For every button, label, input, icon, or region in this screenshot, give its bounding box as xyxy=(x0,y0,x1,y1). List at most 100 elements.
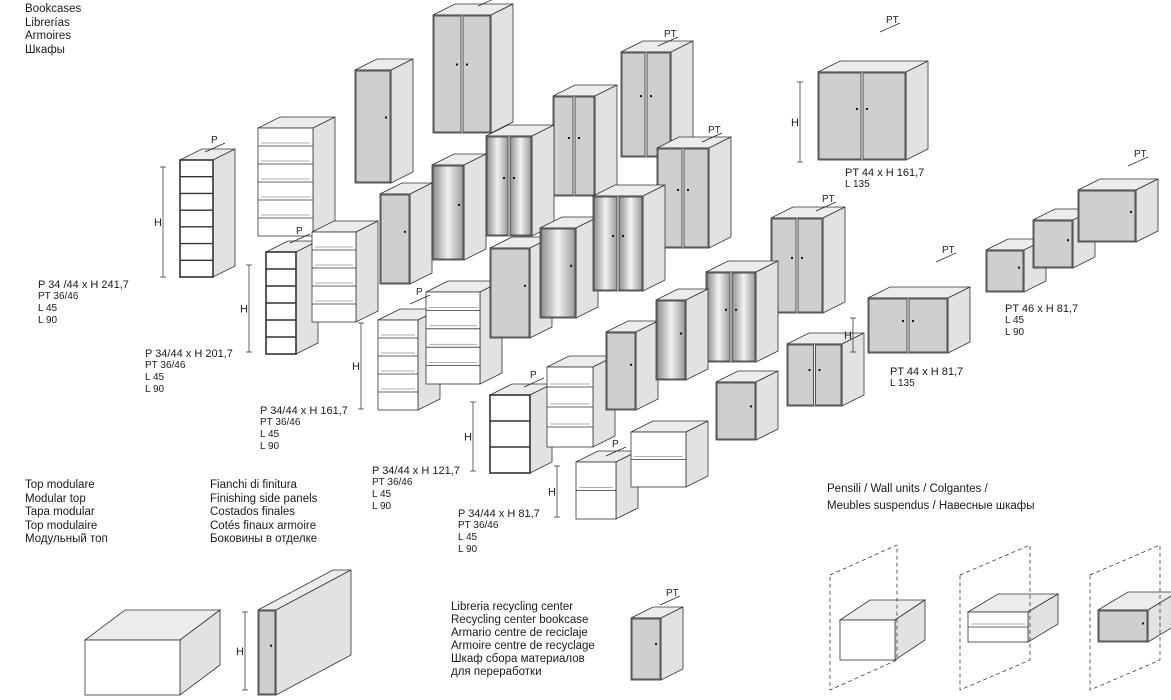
cabinet-front xyxy=(489,394,531,474)
wall-plane xyxy=(959,544,1031,691)
cabinet-door xyxy=(787,344,814,406)
dimension-p: PT xyxy=(879,15,901,33)
cabinet-door xyxy=(683,148,709,248)
cabinet-side xyxy=(708,136,732,249)
armoire-tall-2door xyxy=(432,3,514,134)
cabinet-side xyxy=(355,220,379,323)
fianchi-line: Costados finales xyxy=(210,506,296,518)
wall-plane xyxy=(1089,544,1161,691)
spec-line: L 90 xyxy=(1005,327,1025,338)
dimension-h: H xyxy=(240,264,252,353)
bookcase-tall-wide xyxy=(257,116,336,237)
cabinet-side xyxy=(685,288,709,381)
armoire-121-mirror xyxy=(705,260,779,363)
armoire-wardrobe xyxy=(620,40,694,158)
dim-line xyxy=(289,233,311,244)
spec-main: PT 46 x H 81,7 xyxy=(1005,303,1079,315)
cabinet-door xyxy=(606,332,636,410)
spec-line: PT 36/46 xyxy=(458,520,499,531)
spec-main: P 34 /44 x H 241,7 xyxy=(38,279,129,291)
spec-drawers: PT 46 x H 81,7 L 45 L 90 xyxy=(1005,303,1078,339)
cabinet-door xyxy=(618,196,643,291)
cabinet-door xyxy=(574,96,595,196)
spec-h2417: P 34 /44 x H 241,7 PT 36/46 L 45 L 90 xyxy=(38,279,129,327)
cabinet-door xyxy=(631,618,661,680)
dim-line xyxy=(409,294,431,305)
spec-line: L 90 xyxy=(372,501,392,512)
dimension-p: PT xyxy=(815,194,837,212)
dim-label: PT xyxy=(942,245,955,256)
armoire-161-2door xyxy=(770,206,846,314)
dimension-marks: HPPTPTHPPTPTHPHPHPHPTHPTPTHPT xyxy=(154,0,1161,691)
dim-label: H xyxy=(236,646,244,658)
cabinet-door xyxy=(593,196,618,291)
armoire-201-mirror xyxy=(431,153,487,261)
armoire-201-2door xyxy=(656,136,732,249)
dim-line xyxy=(701,132,723,143)
dimension-p: PT xyxy=(477,0,493,7)
spec-line: PT 36/46 xyxy=(372,477,413,488)
cabinet-door xyxy=(1033,220,1073,268)
spec-line: L 135 xyxy=(890,378,915,389)
dim-label: P xyxy=(530,370,537,381)
spec-line: L 45 xyxy=(145,372,165,383)
dim-line xyxy=(477,0,493,7)
spec-line: L 135 xyxy=(845,179,870,190)
spec-line: L 45 xyxy=(1005,315,1025,326)
cabinet-door xyxy=(432,165,464,260)
spec-line: L 90 xyxy=(260,441,280,452)
spec-h817: P 34/44 x H 81,7 PT 36/46 L 45 L 90 xyxy=(458,508,540,556)
dimension-h: H xyxy=(464,401,476,472)
bookcase-tall-narrow xyxy=(179,148,236,278)
recycling-line: Armario centre de reciclaje xyxy=(451,627,588,639)
modular-top xyxy=(83,609,222,696)
top-modulare-line: Top modulare xyxy=(25,479,95,491)
dim-line xyxy=(204,142,226,153)
recycling-center-cabinet xyxy=(630,606,684,681)
armoire-161-mirror-2 xyxy=(592,184,666,292)
dim-label: PT xyxy=(666,588,679,599)
dim-line xyxy=(523,377,545,388)
cabinet-door xyxy=(433,15,462,133)
spec-line: L 45 xyxy=(260,429,280,440)
dim-line xyxy=(659,595,681,606)
cabinet-front xyxy=(377,319,419,411)
bookcase-121-narrow xyxy=(489,383,553,474)
dimension-h: H xyxy=(154,166,166,278)
cabinet-side xyxy=(642,184,666,292)
cabinet-side xyxy=(660,606,684,681)
dimension-h: H xyxy=(352,322,364,410)
cabinet-door xyxy=(908,298,948,353)
title-block: Bookcases Librerías Armoires Шкафы xyxy=(25,3,81,57)
spec-line: PT 36/46 xyxy=(260,417,301,428)
spec-main: PT 44 x H 81,7 xyxy=(890,366,964,378)
cabinet-front xyxy=(311,231,357,323)
cabinet-side xyxy=(490,3,514,134)
fianchi-line: Finishing side panels xyxy=(210,492,318,505)
drawer-unit-wide xyxy=(1077,178,1159,243)
cabinet-door xyxy=(706,272,731,362)
dimension-p: P xyxy=(605,439,627,457)
cabinet-side xyxy=(390,58,414,184)
top-modulare-line: Tapa modular xyxy=(25,506,95,518)
bookcase-201-wide xyxy=(311,220,379,323)
recycling-line: Recycling center bookcase xyxy=(451,614,589,626)
sliding-door-low xyxy=(867,286,971,354)
dimension-p: PT xyxy=(657,29,679,47)
fianchi-block: Fianchi di finitura Finishing side panel… xyxy=(210,479,317,547)
spec-main: P 34/44 x H 81,7 xyxy=(458,508,540,520)
cabinet-side xyxy=(312,116,336,237)
cabinet-door xyxy=(862,72,906,160)
cabinet-door xyxy=(986,250,1024,292)
spec-h1217: P 34/44 x H 121,7 PT 36/46 L 45 L 90 xyxy=(372,465,460,513)
cabinet-front xyxy=(425,291,481,385)
armoire-tall-1door xyxy=(354,58,414,184)
pensili-block: Pensili / Wall units / Colgantes / Meubl… xyxy=(827,481,1035,515)
spec-sliding-1617: PT 44 x H 161,7 L 135 xyxy=(845,167,924,191)
title-line: Шкафы xyxy=(25,43,65,56)
dim-label: PT xyxy=(822,194,835,205)
cabinet-door xyxy=(490,248,530,338)
cabinet-door xyxy=(868,298,908,353)
spec-h2017: P 34/44 x H 201,7 PT 36/46 L 45 L 90 xyxy=(145,348,233,396)
